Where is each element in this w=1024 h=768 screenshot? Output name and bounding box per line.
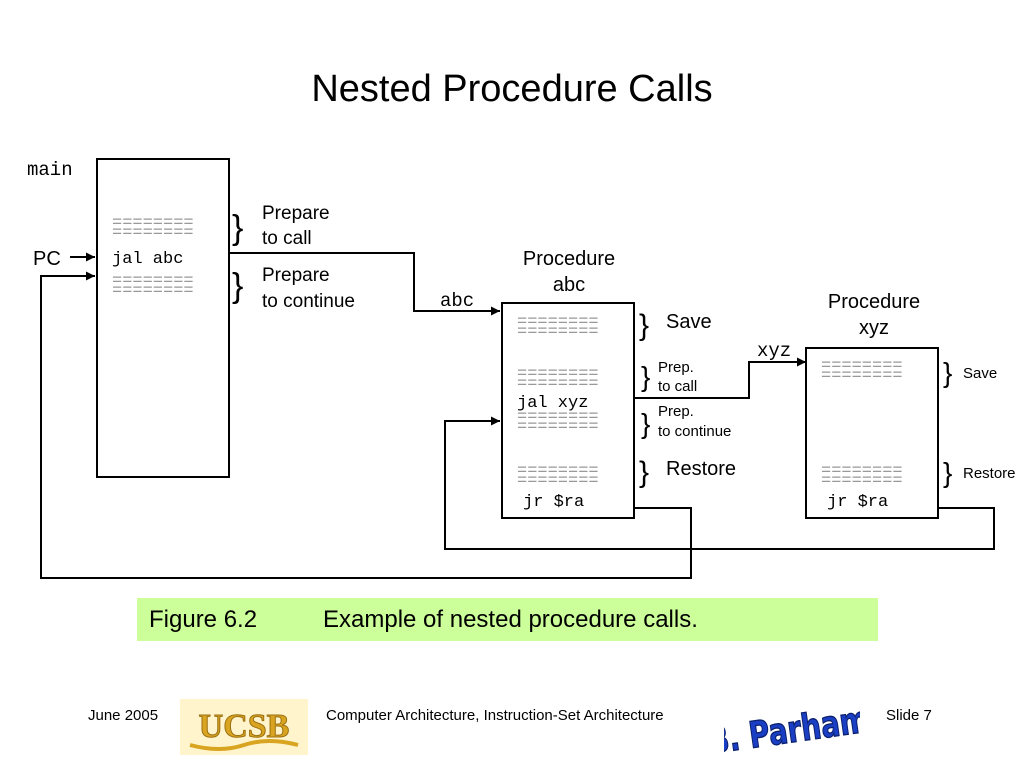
main-code-box bbox=[96, 158, 230, 478]
brace-icon-abc-restore: } bbox=[639, 456, 649, 489]
prepare-call-line1: Prepare bbox=[262, 203, 330, 224]
call-abc-arrow-icon bbox=[229, 252, 500, 316]
abc-dashes-3: ======== bbox=[517, 365, 599, 384]
brace-icon-xyz-save: } bbox=[943, 357, 952, 388]
xyz-save-label: Save bbox=[963, 365, 997, 382]
abc-prep-continue-2: to continue bbox=[658, 423, 731, 440]
ucsb-logo-text: UCSB bbox=[199, 708, 290, 745]
proc-xyz-title-2: xyz bbox=[859, 317, 889, 339]
parhami-logo-text: B. Parhami bbox=[724, 697, 860, 756]
slide-title: Nested Procedure Calls bbox=[311, 68, 713, 110]
abc-save-label: Save bbox=[666, 311, 712, 333]
parhami-logo: B. Parhami bbox=[724, 696, 860, 756]
abc-restore-label: Restore bbox=[666, 458, 736, 480]
abc-dashes-1: ======== bbox=[517, 313, 599, 332]
main-dashes-1: ======== bbox=[112, 214, 194, 233]
prepare-continue-line2: to continue bbox=[262, 291, 355, 312]
xyz-jr-ra: jr $ra bbox=[827, 493, 888, 512]
brace-icon-abc-save: } bbox=[639, 309, 649, 342]
abc-prep-continue-1: Prep. bbox=[658, 403, 694, 420]
footer-course: Computer Architecture, Instruction-Set A… bbox=[326, 707, 664, 724]
abc-prep-call-1: Prep. bbox=[658, 359, 694, 376]
xyz-dashes-4: ======== bbox=[821, 472, 903, 491]
return-abc-arrow-icon bbox=[40, 271, 692, 579]
xyz-dashes-3: ======== bbox=[821, 462, 903, 481]
main-jal-abc: jal abc bbox=[112, 250, 183, 269]
figure-number: Figure 6.2 bbox=[149, 606, 258, 633]
xyz-code-box bbox=[805, 347, 939, 519]
footer-slide-number: Slide 7 bbox=[886, 707, 932, 724]
xyz-restore-label: Restore bbox=[963, 465, 1016, 482]
abc-dashes-4: ======== bbox=[517, 375, 599, 394]
brace-icon-xyz-restore: } bbox=[943, 457, 952, 488]
xyz-dashes-1: ======== bbox=[821, 357, 903, 376]
brace-icon-prepare-call: } bbox=[232, 209, 243, 247]
xyz-entry-label: xyz bbox=[757, 340, 791, 362]
abc-dashes-2: ======== bbox=[517, 323, 599, 342]
abc-jr-ra: jr $ra bbox=[523, 493, 584, 512]
abc-entry-label: abc bbox=[440, 290, 474, 312]
prepare-call-line2: to call bbox=[262, 228, 312, 249]
nested-calls-diagram: main ======== ======== jal abc ======== … bbox=[27, 158, 1016, 579]
xyz-dashes-2: ======== bbox=[821, 367, 903, 386]
main-label: main bbox=[27, 159, 73, 181]
ucsb-logo: UCSB bbox=[180, 699, 308, 755]
prepare-continue-line1: Prepare bbox=[262, 265, 330, 286]
abc-dashes-6: ======== bbox=[517, 418, 599, 437]
brace-icon-prepare-continue: } bbox=[232, 267, 243, 305]
proc-abc-title-1: Procedure bbox=[523, 248, 615, 270]
abc-code-box bbox=[501, 302, 635, 519]
pc-label: PC bbox=[33, 248, 61, 270]
figure-caption-text: Example of nested procedure calls. bbox=[323, 606, 698, 633]
main-dashes-3: ======== bbox=[112, 272, 194, 291]
figure-caption: Figure 6.2 Example of nested procedure c… bbox=[137, 598, 878, 641]
brace-icon-abc-prep-call: } bbox=[641, 361, 650, 392]
abc-jal-xyz: jal xyz bbox=[517, 394, 588, 413]
call-xyz-arrow-icon bbox=[634, 357, 806, 399]
abc-dashes-7: ======== bbox=[517, 462, 599, 481]
brace-icon-abc-prep-continue: } bbox=[641, 408, 650, 439]
footer-date: June 2005 bbox=[88, 707, 159, 724]
abc-dashes-8: ======== bbox=[517, 472, 599, 491]
proc-abc-title-2: abc bbox=[553, 274, 585, 296]
main-dashes-2: ======== bbox=[112, 224, 194, 243]
abc-dashes-5: ======== bbox=[517, 408, 599, 427]
main-dashes-4: ======== bbox=[112, 282, 194, 301]
proc-xyz-title-1: Procedure bbox=[828, 291, 920, 313]
abc-prep-call-2: to call bbox=[658, 378, 697, 395]
return-xyz-arrow-icon bbox=[444, 416, 995, 550]
